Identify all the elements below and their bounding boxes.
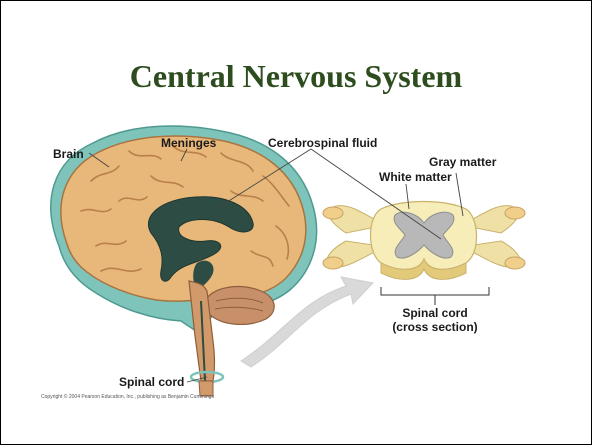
label-gray-matter: Gray matter xyxy=(429,155,496,169)
spinal-cord-cross-section xyxy=(323,202,525,280)
label-spinal-cord-cross-line2: (cross section) xyxy=(385,320,485,334)
label-meninges: Meninges xyxy=(161,136,216,150)
label-cerebrospinal-fluid: Cerebrospinal fluid xyxy=(268,136,377,150)
label-white-matter: White matter xyxy=(379,170,452,184)
label-spinal-cord: Spinal cord xyxy=(119,375,184,389)
cross-section-bracket xyxy=(381,287,489,295)
copyright-text: Copyright © 2004 Pearson Education, Inc.… xyxy=(41,394,214,400)
label-brain: Brain xyxy=(53,147,84,161)
cerebellum xyxy=(205,287,274,325)
label-spinal-cord-cross-line1: Spinal cord xyxy=(385,306,485,320)
